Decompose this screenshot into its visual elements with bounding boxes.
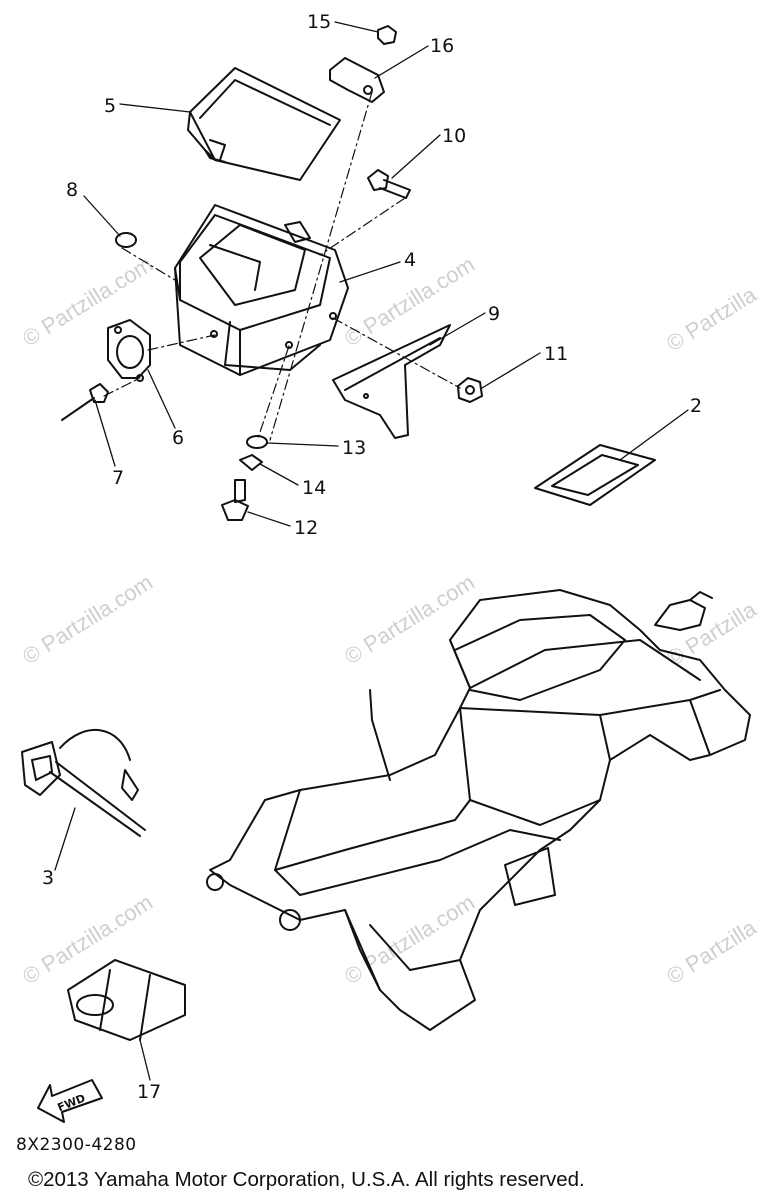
label-14: 14 [302, 477, 326, 499]
label-17: 17 [137, 1081, 161, 1103]
label-16: 16 [430, 35, 454, 57]
label-7: 7 [112, 467, 124, 489]
part-14-washer[interactable] [239, 454, 263, 471]
part-1-frame[interactable] [206, 589, 751, 1031]
part-11-nut[interactable] [457, 377, 483, 403]
drawing-code: 8X2300-4280 [16, 1135, 137, 1155]
label-8: 8 [66, 179, 78, 201]
part-7-screw[interactable] [61, 383, 109, 421]
part-17-band[interactable] [67, 959, 186, 1041]
label-10: 10 [442, 125, 466, 147]
label-2: 2 [690, 395, 702, 417]
part-12-bolt[interactable] [221, 479, 249, 521]
part-8-grommet[interactable] [115, 232, 137, 248]
label-5: 5 [104, 95, 116, 117]
part-3-strap[interactable] [21, 728, 146, 837]
label-11: 11 [544, 343, 568, 365]
label-15: 15 [307, 11, 331, 33]
copyright-notice: ©2013 Yamaha Motor Corporation, U.S.A. A… [28, 1168, 585, 1191]
label-12: 12 [294, 517, 318, 539]
part-15-nut[interactable] [377, 25, 397, 45]
label-9: 9 [488, 303, 500, 325]
label-4: 4 [404, 249, 416, 271]
label-3: 3 [42, 867, 54, 889]
part-13-washer[interactable] [246, 435, 268, 449]
part-4-box[interactable] [174, 204, 349, 376]
fwd-arrow-icon [37, 1079, 103, 1123]
fwd-label: FWD [56, 1092, 88, 1115]
part-2-label[interactable] [534, 444, 656, 506]
label-13: 13 [342, 437, 366, 459]
part-16-bracket[interactable] [329, 57, 385, 103]
part-9-strap[interactable] [332, 324, 451, 439]
label-6: 6 [172, 427, 184, 449]
part-10-bolt[interactable] [367, 169, 411, 199]
part-6-gasket[interactable] [107, 319, 151, 382]
part-5-lid[interactable] [187, 67, 341, 181]
